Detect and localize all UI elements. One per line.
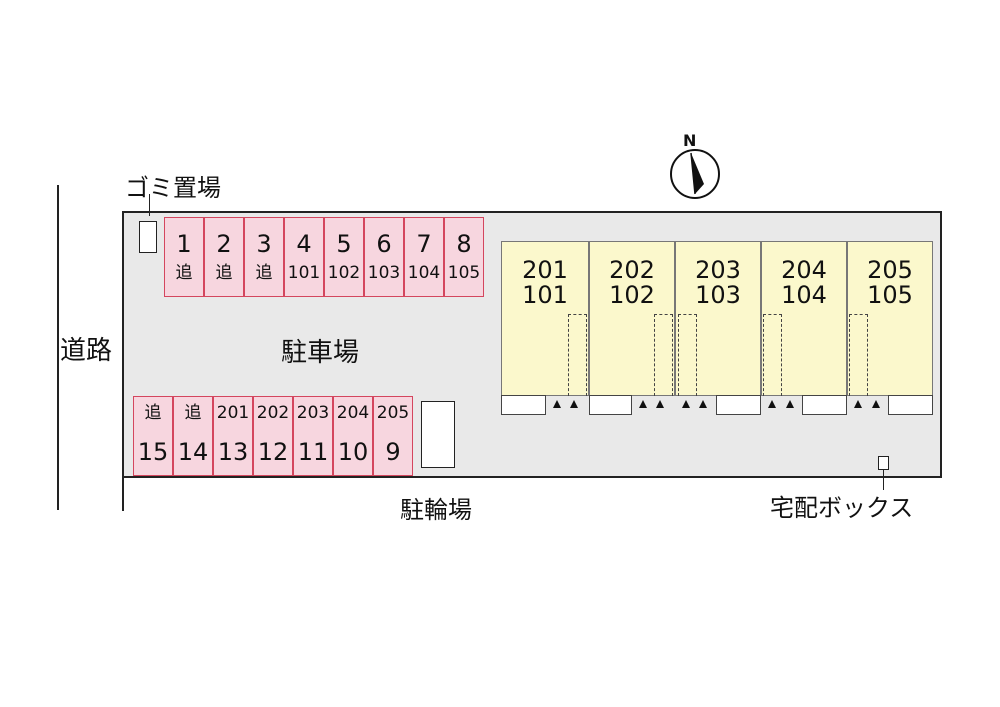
parking-space: 205 9	[373, 396, 413, 476]
parking-assignment: 105	[447, 263, 481, 283]
parking-assignment: 追	[184, 403, 202, 423]
unit-entrance	[716, 395, 761, 415]
bicycle-parking-label: 駐輪場	[400, 496, 472, 524]
parking-assignment: 追	[255, 263, 273, 283]
staircase-outline	[654, 314, 673, 396]
unit-number-upper: 201	[522, 256, 568, 284]
parking-assignment: 追	[215, 263, 233, 283]
building-unit: 204 104	[761, 241, 847, 396]
parking-space: 6 103	[364, 217, 404, 297]
garbage-area-label: ゴミ置場	[125, 174, 221, 202]
staircase-outline	[568, 314, 587, 396]
lot-edge-line	[122, 476, 124, 511]
parking-assignment: 102	[327, 263, 361, 283]
entrance-arrow-icon	[656, 400, 664, 408]
entrance-arrow-icon	[682, 400, 690, 408]
garbage-box	[139, 221, 157, 253]
unit-number-upper: 205	[867, 256, 913, 284]
parking-number: 13	[217, 438, 249, 466]
parking-space: 5 102	[324, 217, 364, 297]
parking-space: 202 12	[253, 396, 293, 476]
entrance-arrow-icon	[786, 400, 794, 408]
parking-assignment: 204	[336, 403, 370, 423]
parking-space: 3 追	[244, 217, 284, 297]
unit-number-upper: 203	[695, 256, 741, 284]
parking-assignment: 104	[407, 263, 441, 283]
parking-number: 2	[216, 230, 232, 258]
staircase-outline	[678, 314, 697, 396]
parking-assignment: 202	[256, 403, 290, 423]
bicycle-parking-box	[421, 401, 455, 468]
parking-space: 2 追	[204, 217, 244, 297]
delivery-leader-line	[883, 470, 884, 490]
parking-number: 9	[385, 438, 401, 466]
parking-number: 14	[177, 438, 209, 466]
unit-number-lower: 101	[522, 281, 568, 309]
garbage-leader-line	[149, 194, 150, 216]
parking-number: 3	[256, 230, 272, 258]
parking-space: 4 101	[284, 217, 324, 297]
parking-space: 7 104	[404, 217, 444, 297]
entrance-arrow-icon	[553, 400, 561, 408]
staircase-outline	[763, 314, 782, 396]
parking-number: 1	[176, 230, 192, 258]
delivery-box-label: 宅配ボックス	[770, 494, 914, 522]
unit-number-upper: 204	[781, 256, 827, 284]
parking-space: 1 追	[164, 217, 204, 297]
compass-north-label: N	[683, 131, 697, 150]
parking-assignment: 201	[216, 403, 250, 423]
parking-number: 6	[376, 230, 392, 258]
unit-number-lower: 102	[609, 281, 655, 309]
unit-number-lower: 103	[695, 281, 741, 309]
unit-number-lower: 105	[867, 281, 913, 309]
unit-entrance	[888, 395, 933, 415]
parking-assignment: 追	[144, 403, 162, 423]
parking-space: 201 13	[213, 396, 253, 476]
parking-assignment: 203	[296, 403, 330, 423]
parking-number: 12	[257, 438, 289, 466]
parking-number: 5	[336, 230, 352, 258]
compass-icon	[670, 149, 720, 199]
entrance-arrow-icon	[854, 400, 862, 408]
parking-label: 駐車場	[281, 338, 360, 368]
parking-number: 8	[456, 230, 472, 258]
parking-space: 追 14	[173, 396, 213, 476]
entrance-arrow-icon	[768, 400, 776, 408]
unit-number-lower: 104	[781, 281, 827, 309]
entrance-arrow-icon	[570, 400, 578, 408]
entrance-arrow-icon	[699, 400, 707, 408]
parking-number: 15	[137, 438, 169, 466]
staircase-outline	[849, 314, 868, 396]
parking-number: 11	[297, 438, 329, 466]
entrance-arrow-icon	[639, 400, 647, 408]
building-unit: 205 105	[847, 241, 933, 396]
road-label: 道路	[60, 336, 113, 366]
unit-number-upper: 202	[609, 256, 655, 284]
road-edge-line	[57, 185, 59, 510]
parking-number: 10	[337, 438, 369, 466]
delivery-box-marker	[878, 456, 889, 470]
entrance-arrow-icon	[872, 400, 880, 408]
building-unit: 201 101	[501, 241, 589, 396]
unit-entrance	[589, 395, 632, 415]
parking-space: 203 11	[293, 396, 333, 476]
parking-number: 4	[296, 230, 312, 258]
parking-number: 7	[416, 230, 432, 258]
unit-entrance	[802, 395, 847, 415]
building-unit: 202 102	[589, 241, 675, 396]
parking-space: 追 15	[133, 396, 173, 476]
parking-space: 8 105	[444, 217, 484, 297]
parking-assignment: 205	[376, 403, 410, 423]
parking-assignment: 101	[287, 263, 321, 283]
parking-assignment: 追	[175, 263, 193, 283]
parking-assignment: 103	[367, 263, 401, 283]
parking-space: 204 10	[333, 396, 373, 476]
unit-entrance	[501, 395, 546, 415]
